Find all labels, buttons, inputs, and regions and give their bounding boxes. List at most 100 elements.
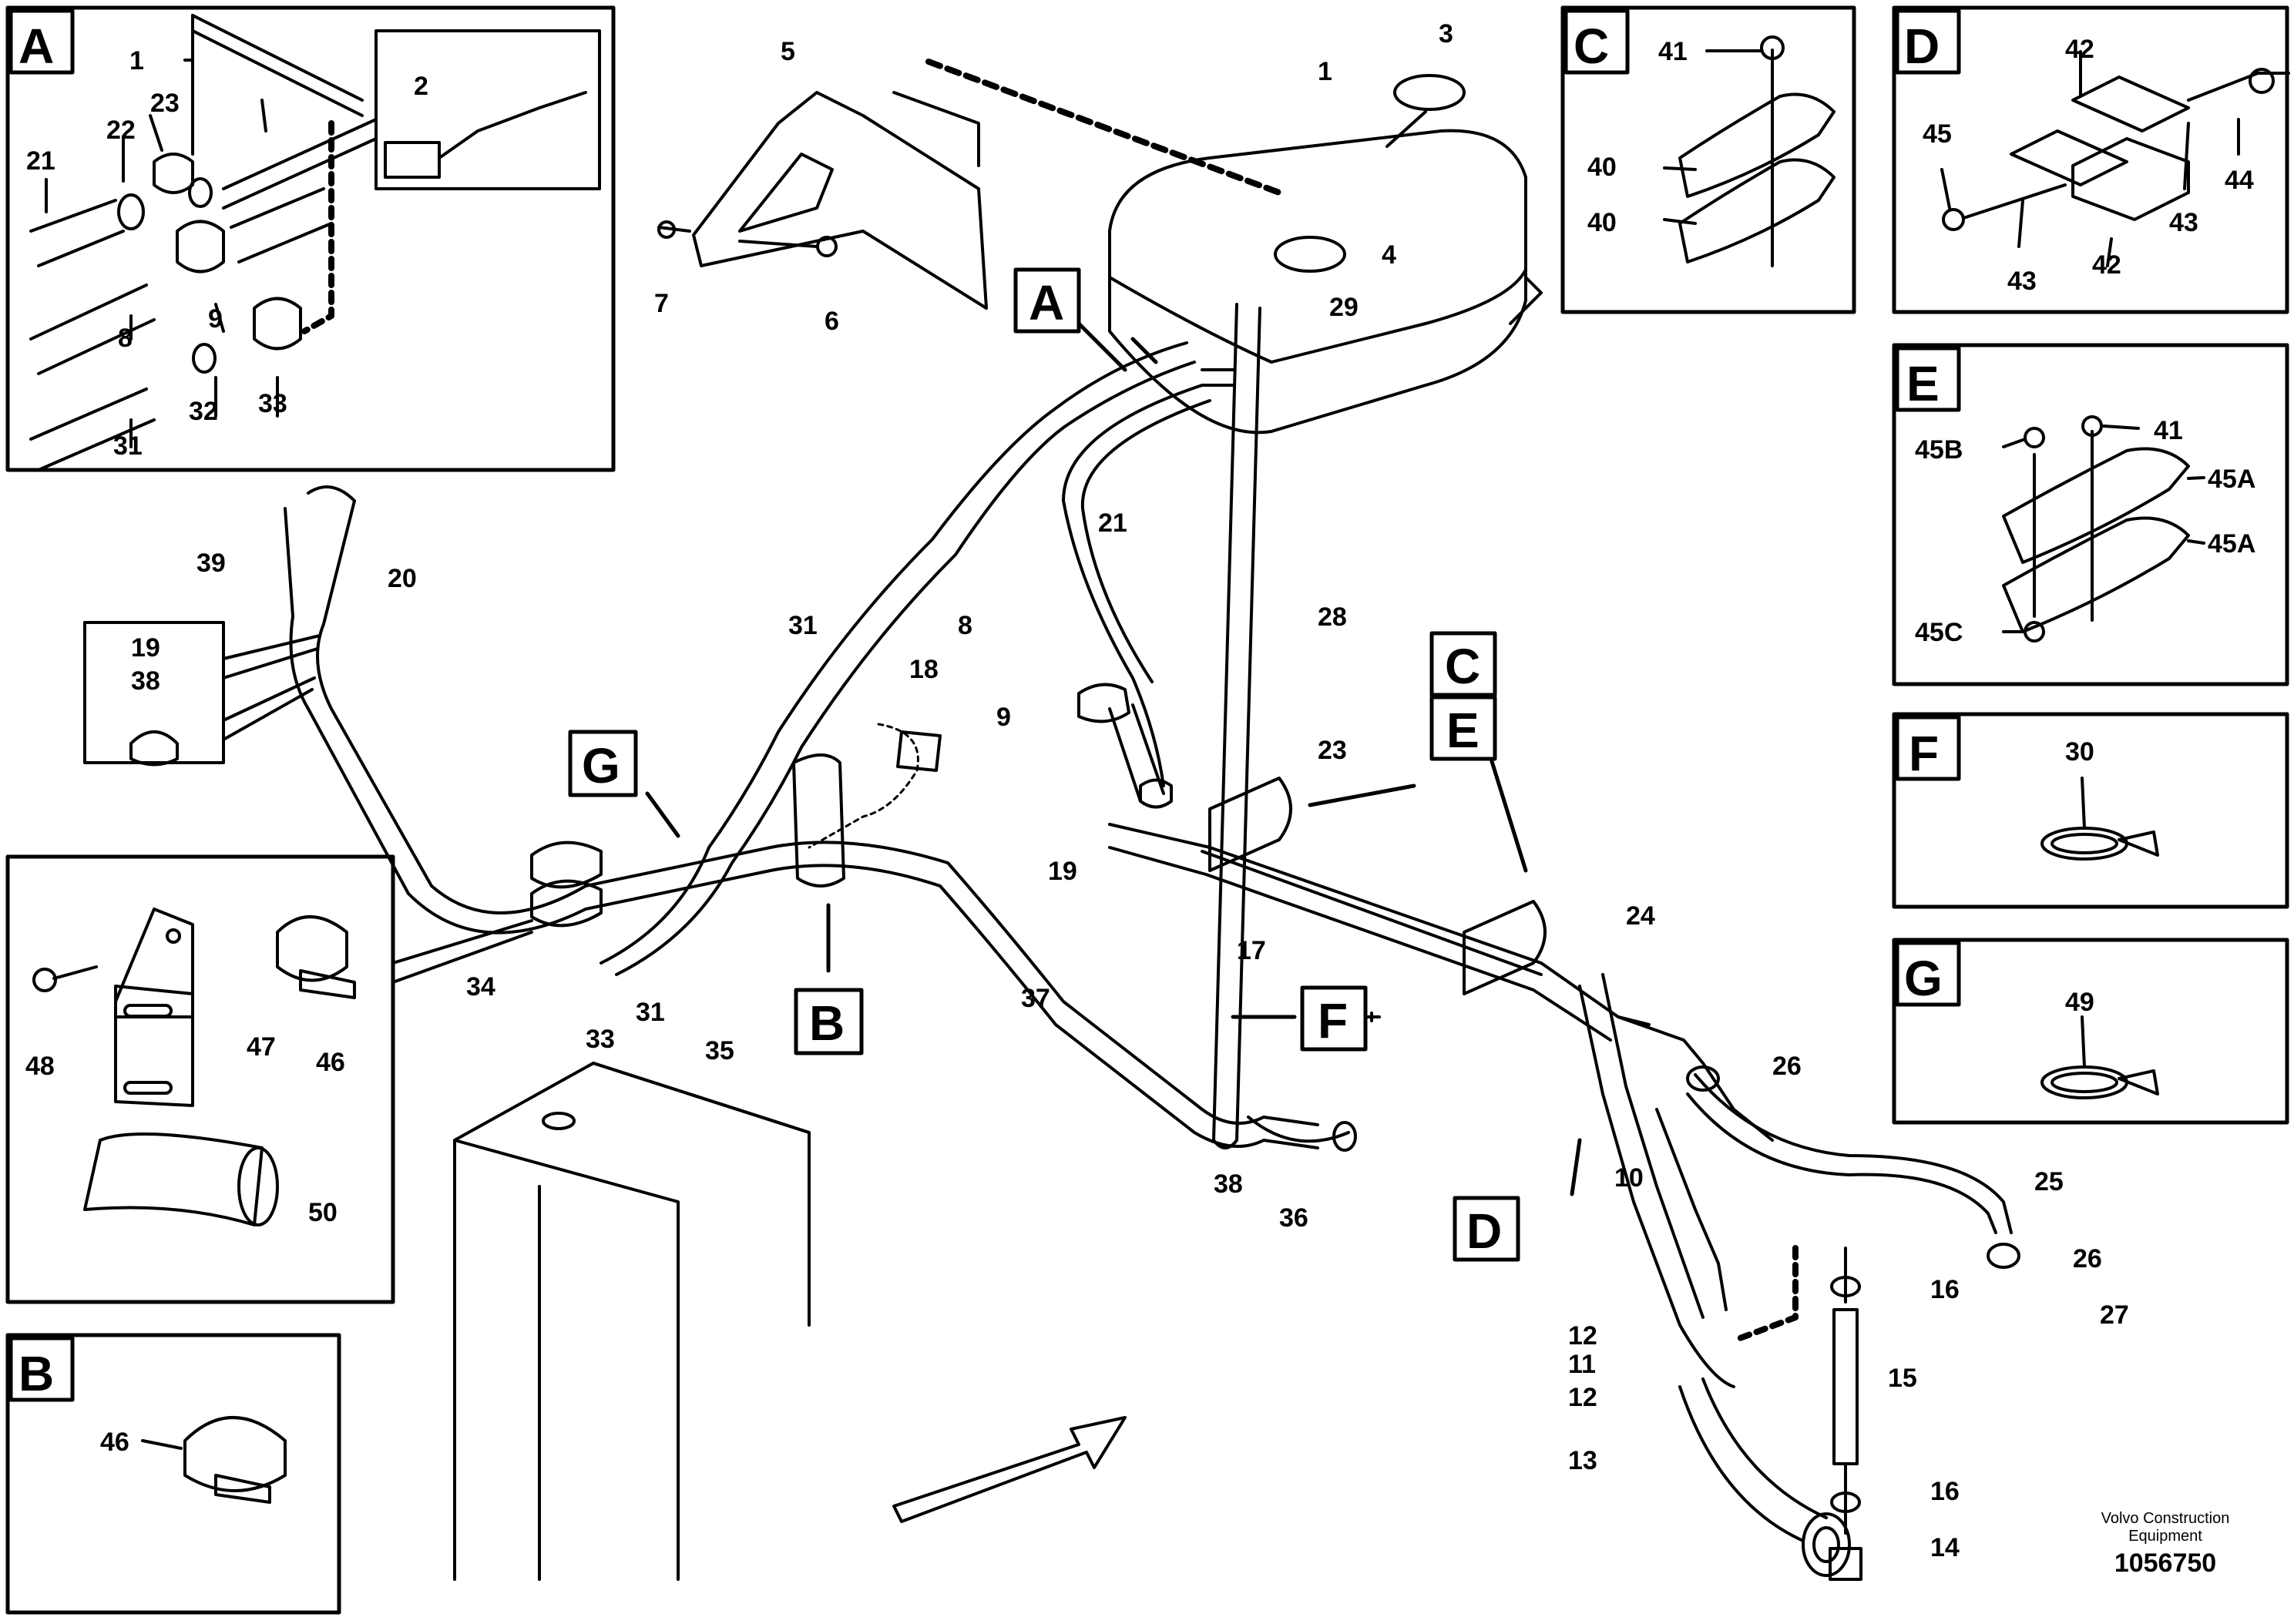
part-label: 30 — [2065, 737, 2094, 767]
part-label: 8 — [118, 324, 133, 353]
inset-a — [5, 5, 616, 472]
part-label: 41 — [2154, 416, 2183, 445]
part-label: 47 — [247, 1032, 276, 1062]
part-label: 10 — [1614, 1163, 1644, 1193]
part-label: 40 — [1587, 153, 1617, 182]
part-label: 2 — [414, 72, 428, 101]
part-label: 27 — [2100, 1300, 2129, 1330]
part-label: 16 — [1930, 1275, 1960, 1304]
part-label: 9 — [996, 703, 1011, 732]
part-label: 45A — [2208, 529, 2255, 559]
part-label: 11 — [1568, 1350, 1596, 1379]
part-label: 50 — [308, 1198, 338, 1227]
part-label: 45A — [2208, 465, 2255, 494]
part-label: 23 — [1318, 736, 1347, 765]
inset-f — [1892, 712, 2289, 909]
part-label: 43 — [2007, 267, 2037, 296]
part-label: 22 — [106, 116, 136, 145]
part-label: 7 — [654, 289, 669, 318]
callout-pointers — [645, 321, 1582, 1196]
inset-clamp-19-38 — [83, 621, 321, 767]
inset-d — [1892, 5, 2290, 314]
part-label: 38 — [131, 666, 160, 696]
part-label: 12 — [1568, 1321, 1597, 1351]
part-label: 48 — [25, 1052, 55, 1081]
part-label: 45 — [1923, 119, 1952, 149]
part-label: 31 — [113, 431, 143, 461]
callout-a-main: A — [1029, 275, 1064, 331]
callout-a-inset: A — [18, 18, 54, 74]
part-label: 15 — [1888, 1364, 1917, 1393]
callout-g-main: G — [582, 738, 620, 794]
part-label: 5 — [781, 37, 795, 66]
part-label: 19 — [131, 633, 160, 663]
part-label: 21 — [1098, 508, 1127, 538]
part-label: 4 — [1382, 240, 1396, 270]
part-label: 46 — [100, 1428, 129, 1457]
part-label: 41 — [1658, 37, 1688, 66]
inset-e — [1892, 343, 2289, 686]
part-label: 18 — [909, 655, 939, 684]
part-label: 20 — [388, 564, 417, 593]
part-label: 31 — [788, 611, 818, 640]
part-label: 14 — [1930, 1533, 1960, 1562]
part-label: 39 — [196, 549, 226, 578]
part-label: 29 — [1329, 293, 1359, 322]
part-label: 28 — [1318, 602, 1347, 632]
part-label: 46 — [316, 1048, 345, 1077]
callout-f-inset: F — [1909, 726, 1939, 781]
part-label: 43 — [2169, 208, 2198, 237]
brand-line-2: Equipment — [2128, 1528, 2202, 1545]
part-label: 37 — [1021, 984, 1050, 1013]
part-label: 6 — [825, 307, 839, 336]
callout-e-inset: E — [1906, 356, 1940, 411]
part-label: 45B — [1915, 435, 1963, 465]
part-label: 9 — [208, 304, 223, 334]
part-label: 17 — [1237, 936, 1266, 965]
callout-b-main: B — [809, 995, 845, 1051]
part-label: 42 — [2065, 35, 2094, 64]
part-label: 40 — [1587, 208, 1617, 237]
part-label: 44 — [2225, 166, 2254, 195]
part-label: 12 — [1568, 1383, 1597, 1412]
part-numbers: 1 2 23 22 21 9 8 32 33 31 5 1 3 4 29 7 6… — [25, 19, 2255, 1562]
part-label: 32 — [189, 397, 218, 426]
part-label: 31 — [636, 998, 665, 1027]
callout-d-main: D — [1466, 1203, 1502, 1259]
part-label: 42 — [2092, 250, 2121, 280]
part-label: 1 — [1318, 57, 1332, 86]
inset-bracket — [5, 854, 533, 1304]
callout-c-inset: C — [1574, 18, 1609, 74]
part-label: 26 — [2073, 1244, 2102, 1273]
part-label: 19 — [1048, 857, 1077, 886]
part-label: 3 — [1439, 19, 1453, 49]
drawing-number: 1056750 — [2114, 1549, 2216, 1578]
callout-g-inset: G — [1904, 951, 1943, 1006]
part-label: 21 — [26, 146, 55, 176]
inset-g — [1892, 938, 2289, 1125]
main-assembly — [284, 59, 2020, 1581]
part-label: 25 — [2034, 1167, 2064, 1196]
callout-d-inset: D — [1904, 18, 1940, 74]
callout-b-inset: B — [18, 1346, 54, 1401]
inset-b — [5, 1333, 341, 1615]
brand-line-1: Volvo Construction — [2101, 1510, 2230, 1527]
part-label: 23 — [150, 89, 180, 118]
part-label: 33 — [586, 1025, 615, 1054]
callout-frames — [568, 267, 1520, 1262]
part-label: 13 — [1568, 1446, 1597, 1475]
part-label: 38 — [1214, 1169, 1243, 1199]
callout-letters: A C D E F G B A G B C E F D — [18, 18, 1943, 1401]
part-label: 49 — [2065, 988, 2094, 1017]
part-label: 34 — [466, 972, 495, 1002]
part-label: 26 — [1772, 1052, 1802, 1081]
part-label: 24 — [1626, 901, 1655, 931]
callout-e-main: E — [1446, 703, 1480, 758]
part-label: 1 — [129, 46, 144, 75]
footer: Volvo Construction Equipment 1056750 — [2101, 1510, 2230, 1578]
part-label: 16 — [1930, 1477, 1960, 1506]
part-label: 45C — [1915, 618, 1963, 647]
part-label: 33 — [258, 389, 287, 418]
